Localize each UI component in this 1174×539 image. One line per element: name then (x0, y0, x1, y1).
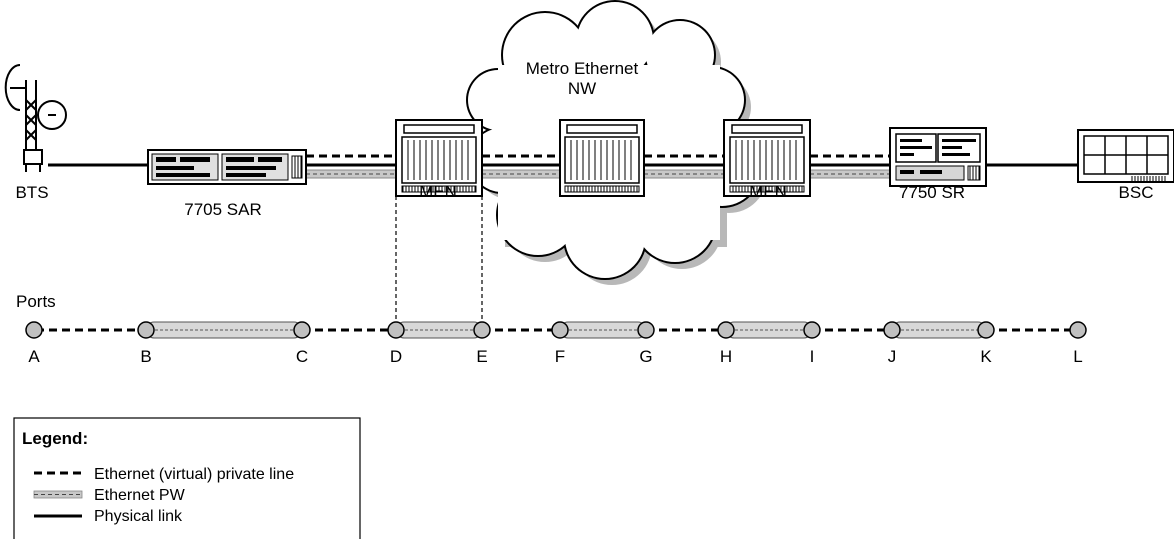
port-node-k (977, 321, 995, 339)
port-label-a: A (28, 347, 40, 366)
bsc-label: BSC (1119, 183, 1154, 202)
port-node-a (25, 321, 43, 339)
port-node-d (387, 321, 405, 339)
port-node-b (137, 321, 155, 339)
port-node-l (1069, 321, 1087, 339)
port-label-h: H (720, 347, 732, 366)
port-label-e: E (476, 347, 487, 366)
port-label-f: F (555, 347, 565, 366)
port-node-i (803, 321, 821, 339)
port-node-e (473, 321, 491, 339)
port-nodes (25, 321, 1087, 339)
metro-ethernet-cloud: Metro Ethernet NW (466, 0, 767, 285)
ports-pw-tunnels (145, 321, 987, 339)
port-label-g: G (639, 347, 652, 366)
port-label-c: C (296, 347, 308, 366)
bts-tower-icon (4, 64, 67, 172)
legend-swatch-pw (33, 490, 83, 499)
port-label-l: L (1073, 347, 1082, 366)
port-label-k: K (980, 347, 992, 366)
legend: Legend: Ethernet (virtual) private line … (13, 417, 361, 539)
men-right-label: MEN (749, 182, 787, 201)
port-node-g (637, 321, 655, 339)
legend-label-pw: Ethernet PW (94, 487, 186, 504)
men-switch-left-icon (395, 119, 483, 197)
cloud-label-line2: NW (568, 79, 596, 98)
men-switch-right-icon (723, 119, 811, 197)
port-labels: A B C D E F G H I J K L (28, 347, 1082, 366)
men-left-label: MEN (419, 182, 457, 201)
men-switch-middle-icon (559, 119, 645, 197)
port-label-d: D (390, 347, 402, 366)
bts-label: BTS (15, 183, 48, 202)
men-port-guides (395, 196, 483, 330)
bsc-icon (1077, 129, 1174, 183)
port-node-c (293, 321, 311, 339)
sr-label: 7750 SR (899, 183, 965, 202)
legend-title: Legend: (22, 429, 88, 448)
port-node-h (717, 321, 735, 339)
legend-label-private-line: Ethernet (virtual) private line (94, 466, 294, 483)
port-node-f (551, 321, 569, 339)
ports-title: Ports (16, 292, 56, 311)
legend-label-physical: Physical link (94, 508, 183, 525)
port-label-i: I (810, 347, 815, 366)
port-label-j: J (888, 347, 897, 366)
port-label-b: B (140, 347, 151, 366)
cloud-label-line1: Metro Ethernet (526, 59, 639, 78)
sar-label: 7705 SAR (184, 200, 262, 219)
port-node-j (883, 321, 901, 339)
sr-7750-icon (889, 127, 987, 187)
sar-7705-icon (147, 149, 307, 185)
